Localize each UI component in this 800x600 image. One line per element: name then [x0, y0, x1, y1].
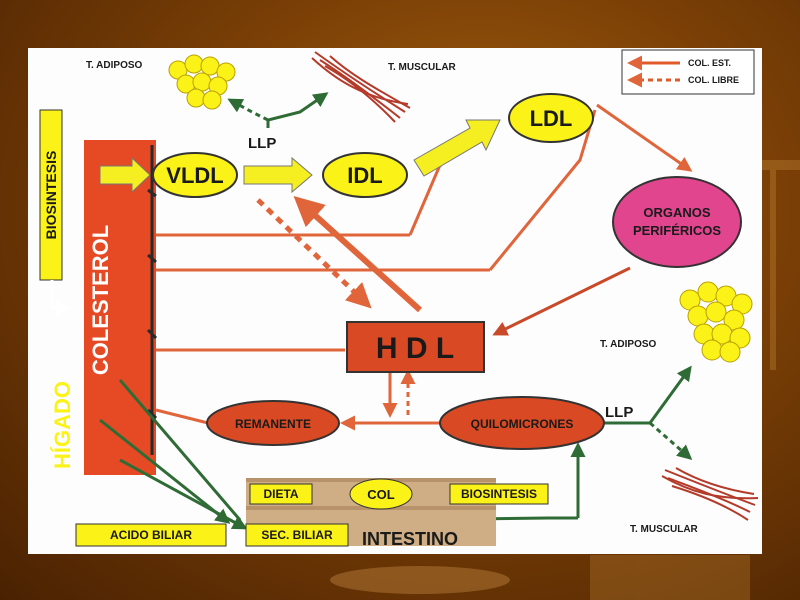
- col-label: COL: [367, 487, 395, 502]
- dieta-label: DIETA: [263, 487, 298, 501]
- perifericos-label: PERIFÉRICOS: [633, 223, 721, 238]
- remanente-node: [206, 400, 340, 446]
- vldl-node: [152, 152, 238, 198]
- biosintesis-to-liver-arrow: [50, 280, 71, 316]
- legend: COL. EST. COL. LIBRE: [621, 49, 755, 95]
- biosintesis-intestino-box: [449, 483, 549, 505]
- colesterol-label: COLESTEROL: [88, 225, 113, 375]
- organos-perifericos-node: [612, 176, 742, 268]
- yellow-block-arrows: [99, 119, 501, 194]
- background-decor: [330, 160, 800, 600]
- llp-right-label: LLP: [605, 404, 633, 421]
- hdl-to-vldl-arrow: [293, 195, 423, 313]
- organos-label: ORGANOS: [643, 205, 711, 220]
- red-flow-lines: [155, 103, 693, 431]
- legend-col-libre-label: COL. LIBRE: [688, 75, 739, 85]
- idl-node: [322, 152, 408, 198]
- t-adiposo-right-label: T. ADIPOSO: [600, 339, 657, 350]
- liver-shape: [84, 140, 156, 475]
- adipose-tissue-right-icon: [679, 281, 753, 363]
- vldl-label: VLDL: [166, 163, 223, 188]
- idl-label: IDL: [347, 163, 382, 188]
- sec-biliar-label: SEC. BILIAR: [261, 528, 333, 542]
- liver-block: [84, 140, 158, 475]
- biosintesis-liver-label: BIOSINTESIS: [43, 151, 59, 240]
- t-adiposo-top-label: T. ADIPOSO: [86, 60, 143, 71]
- col-node: [349, 478, 413, 510]
- quilomicrones-label: QUILOMICRONES: [471, 417, 574, 431]
- muscle-tissue-top-icon: [311, 51, 411, 123]
- muscle-tissue-right-icon: [661, 467, 759, 521]
- quilomicrones-node: [439, 396, 605, 450]
- intestino-label: INTESTINO: [362, 529, 458, 549]
- t-muscular-right-label: T. MUSCULAR: [630, 524, 699, 535]
- dieta-box: [249, 483, 313, 505]
- remanente-label: REMANENTE: [235, 417, 311, 431]
- organos-to-hdl-arrow: [492, 266, 631, 336]
- acido-biliar-label: ACIDO BILIAR: [110, 528, 192, 542]
- sec-biliar-box: [245, 523, 349, 547]
- higado-label: HÍGADO: [50, 381, 75, 469]
- biosintesis-intestino-label: BIOSINTESIS: [461, 487, 537, 501]
- legend-col-est-label: COL. EST.: [688, 58, 731, 68]
- hdl-label: H D L: [376, 332, 454, 365]
- adipose-tissue-top-icon: [168, 54, 236, 110]
- t-muscular-top-label: T. MUSCULAR: [388, 62, 457, 73]
- ldl-node: [508, 93, 594, 143]
- ldl-label: LDL: [530, 106, 573, 131]
- llp-top-label: LLP: [248, 135, 276, 152]
- acido-biliar-box: [75, 523, 227, 547]
- hdl-node: [346, 321, 485, 373]
